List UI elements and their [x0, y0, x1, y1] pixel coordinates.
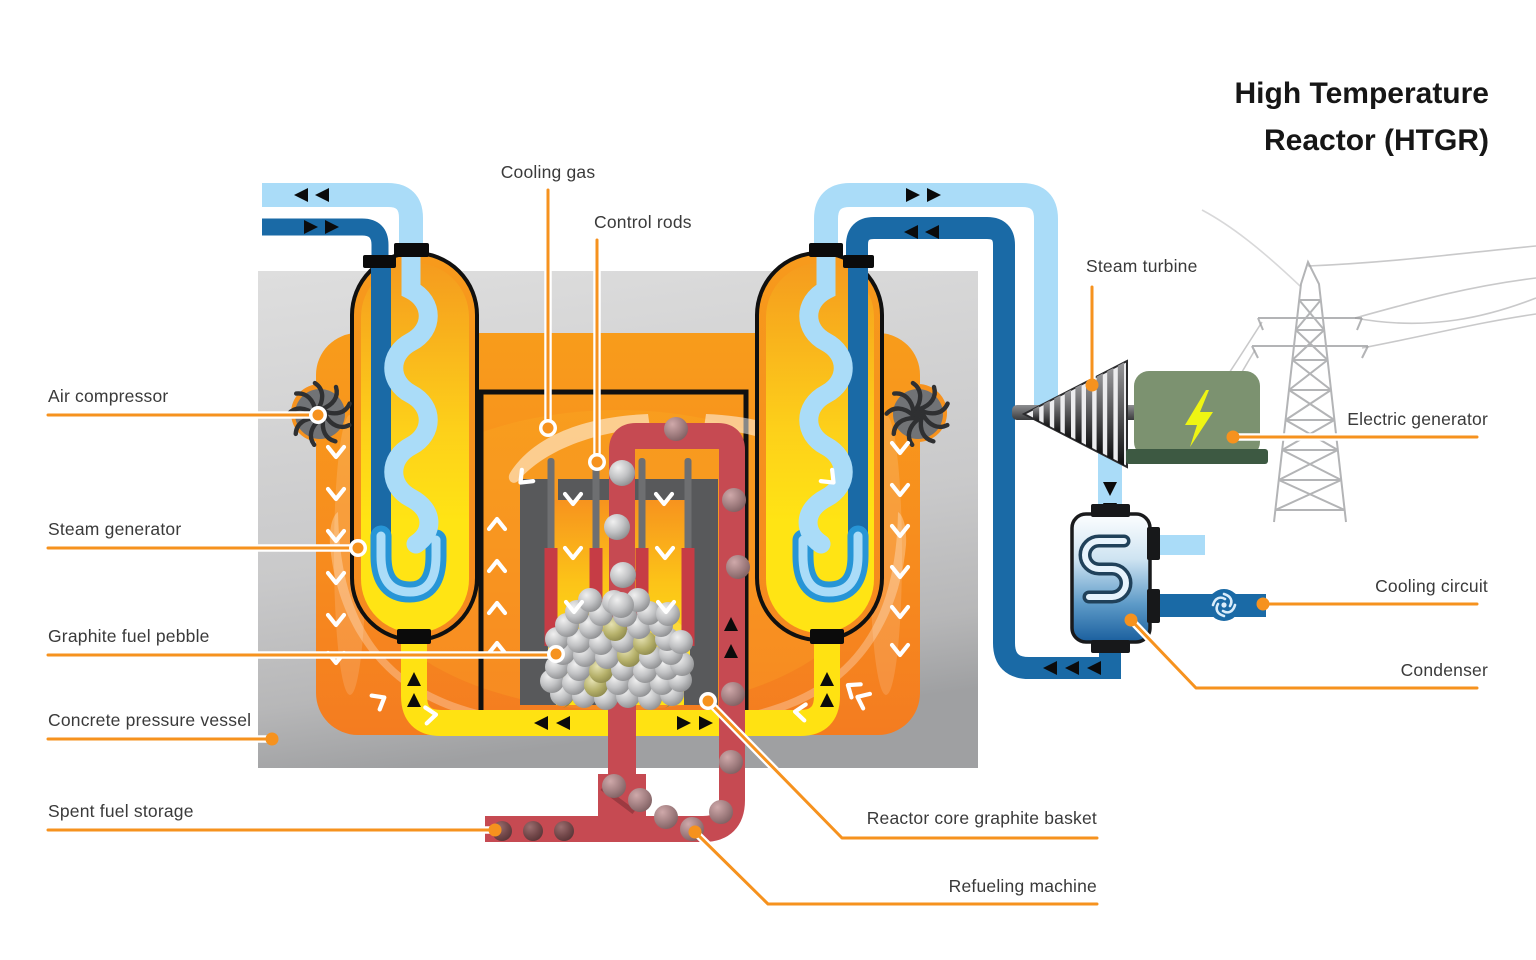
label-graphite-fuel-pebble: Graphite fuel pebble — [48, 626, 210, 646]
electric-generator-machine — [1126, 371, 1268, 464]
label-refueling-machine: Refueling machine — [948, 876, 1097, 896]
title-line-2: Reactor (HTGR) — [1263, 124, 1489, 157]
label-steam-generator: Steam generator — [48, 519, 182, 539]
label-steam-turbine: Steam turbine — [1086, 256, 1198, 276]
downcomer-left — [371, 258, 391, 540]
downcomer-right — [848, 258, 868, 540]
label-reactor-core-graphite-basket: Reactor core graphite basket — [866, 808, 1097, 828]
label-electric-generator: Electric generator — [1347, 409, 1488, 429]
label-spent-fuel-storage: Spent fuel storage — [48, 801, 194, 821]
label-condenser: Condenser — [1400, 660, 1488, 680]
steam-coil-left — [384, 244, 439, 554]
condensate-return-pipe — [846, 217, 1121, 679]
transmission-tower — [1251, 259, 1369, 523]
leader-dots — [265, 378, 1270, 839]
lightning-bolt-icon — [1185, 390, 1213, 447]
label-cooling-circuit: Cooling circuit — [1375, 576, 1488, 596]
steam-turbine-machine — [1012, 359, 1142, 469]
core-box-swooshes — [508, 414, 846, 483]
title-line-1: High Temperature — [1234, 77, 1490, 110]
cooling-pump — [1208, 589, 1240, 621]
air-compressor-fan-right — [884, 380, 950, 448]
steam-generator-right — [755, 243, 884, 644]
gas-flow-chevrons — [325, 440, 911, 726]
steam-coil-right — [798, 244, 853, 554]
leader-lines — [44, 186, 1481, 908]
vent-pipe — [1158, 535, 1205, 555]
label-cooling-gas: Cooling gas — [500, 162, 596, 182]
page-title: High Temperature Reactor (HTGR) — [1235, 70, 1490, 164]
steam-out-pipe-left — [262, 183, 423, 260]
steam-generator-left — [350, 243, 479, 644]
feedwater-in-pipe-left — [262, 218, 389, 264]
label-concrete-pressure-vessel: Concrete pressure vessel — [48, 710, 252, 730]
label-control-rods: Control rods — [594, 212, 692, 232]
label-air-compressor: Air compressor — [48, 386, 169, 406]
condenser-unit — [1070, 504, 1266, 653]
